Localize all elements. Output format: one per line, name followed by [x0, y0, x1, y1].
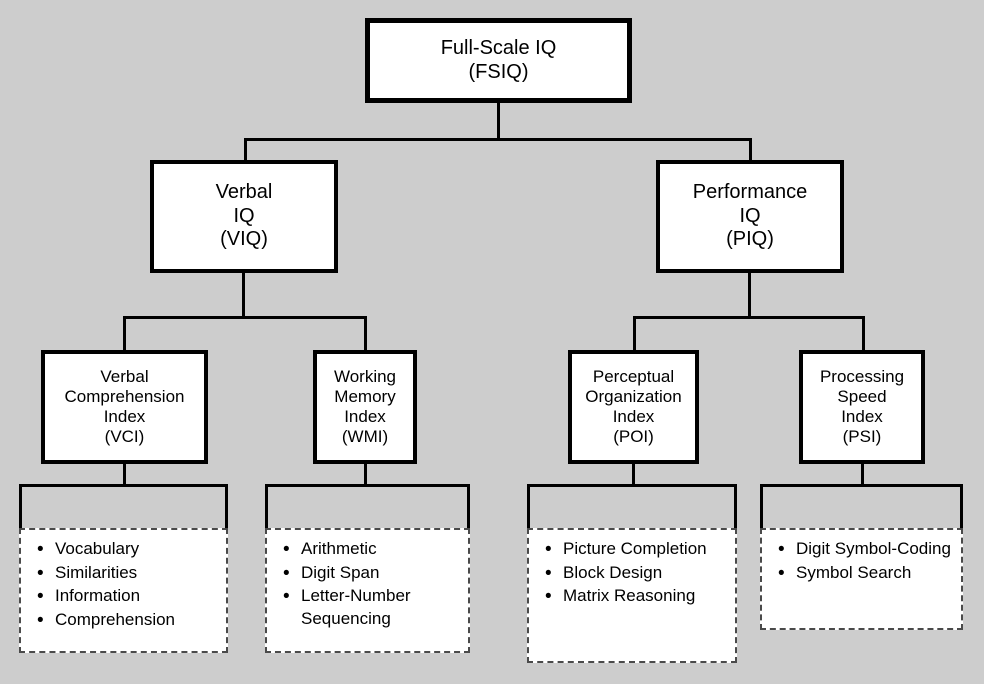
- node-vci-line3: Index: [103, 407, 146, 426]
- connector-poi-stem: [632, 464, 635, 486]
- list-item: Picture Completion: [545, 537, 729, 562]
- node-perceptual-organization-index: Perceptual Organization Index (POI): [568, 350, 699, 464]
- node-verbal-iq-line2: IQ: [233, 204, 255, 227]
- node-full-scale-iq-line1: Full-Scale IQ: [440, 36, 557, 59]
- connector-piq-to-psi: [862, 316, 865, 352]
- list-box-vci-subtests: Vocabulary Similarities Information Comp…: [19, 528, 228, 653]
- node-vci-line4: (VCI): [104, 427, 145, 447]
- node-poi-line4: (POI): [613, 427, 654, 447]
- node-psi-line4: (PSI): [842, 427, 882, 447]
- node-poi-line3: Index: [612, 407, 655, 426]
- connector-piq-bar: [633, 316, 865, 319]
- node-processing-speed-index: Processing Speed Index (PSI): [799, 350, 925, 464]
- list-item: Vocabulary: [37, 537, 220, 562]
- list-item: Comprehension: [37, 608, 220, 633]
- node-verbal-comprehension-index: Verbal Comprehension Index (VCI): [41, 350, 208, 464]
- list-item: Information: [37, 584, 220, 609]
- list-box-psi-subtests: Digit Symbol-Coding Symbol Search: [760, 528, 963, 630]
- node-wmi-line4: (WMI): [341, 427, 389, 447]
- node-performance-iq-line2: IQ: [739, 204, 761, 227]
- list-item: Digit Symbol-Coding: [778, 537, 955, 562]
- bracket-vci: [19, 484, 228, 531]
- node-performance-iq: Performance IQ (PIQ): [656, 160, 844, 273]
- connector-psi-stem: [861, 464, 864, 486]
- node-full-scale-iq: Full-Scale IQ (FSIQ): [365, 18, 632, 103]
- connector-viq-bar: [123, 316, 367, 319]
- connector-root-bar: [244, 138, 752, 141]
- connector-root-stem: [497, 103, 500, 140]
- list-item: Digit Span: [283, 561, 462, 586]
- list-box-wmi-subtests: Arithmetic Digit Span Letter-Number Sequ…: [265, 528, 470, 653]
- connector-root-to-piq: [749, 138, 752, 160]
- bracket-poi: [527, 484, 737, 531]
- node-psi-line2: Speed: [837, 386, 887, 406]
- node-psi-line1: Processing: [819, 366, 905, 386]
- connector-vci-stem: [123, 464, 126, 486]
- node-poi-line1: Perceptual: [592, 366, 675, 386]
- node-wmi-line1: Working: [333, 366, 397, 386]
- list-item: Matrix Reasoning: [545, 584, 729, 609]
- node-wmi-line3: Index: [344, 407, 386, 426]
- node-performance-iq-line1: Performance: [692, 181, 808, 204]
- connector-viq-to-vci: [123, 316, 126, 352]
- node-verbal-iq-line1: Verbal: [215, 181, 273, 204]
- list-box-poi-subtests: Picture Completion Block Design Matrix R…: [527, 528, 737, 663]
- node-verbal-iq-line3: (VIQ): [220, 228, 268, 251]
- bracket-psi: [760, 484, 963, 531]
- list-item: Arithmetic: [283, 537, 462, 562]
- connector-piq-to-poi: [633, 316, 636, 352]
- list-item: Letter-Number Sequencing: [283, 584, 462, 630]
- node-verbal-iq: Verbal IQ (VIQ): [150, 160, 338, 273]
- bracket-wmi: [265, 484, 470, 531]
- node-full-scale-iq-line2: (FSIQ): [468, 60, 529, 83]
- node-wmi-line2: Memory: [334, 386, 396, 406]
- connector-viq-stem: [242, 273, 245, 318]
- list-item: Block Design: [545, 561, 729, 586]
- node-vci-line1: Verbal: [100, 366, 149, 386]
- connector-wmi-stem: [364, 464, 367, 486]
- node-psi-line3: Index: [841, 407, 883, 426]
- list-item: Similarities: [37, 561, 220, 586]
- node-performance-iq-line3: (PIQ): [726, 228, 774, 251]
- node-working-memory-index: Working Memory Index (WMI): [313, 350, 417, 464]
- connector-piq-stem: [748, 273, 751, 318]
- connector-root-to-viq: [244, 138, 247, 160]
- connector-viq-to-wmi: [364, 316, 367, 352]
- node-vci-line2: Comprehension: [64, 386, 185, 406]
- node-poi-line2: Organization: [585, 386, 682, 406]
- list-item: Symbol Search: [778, 561, 955, 586]
